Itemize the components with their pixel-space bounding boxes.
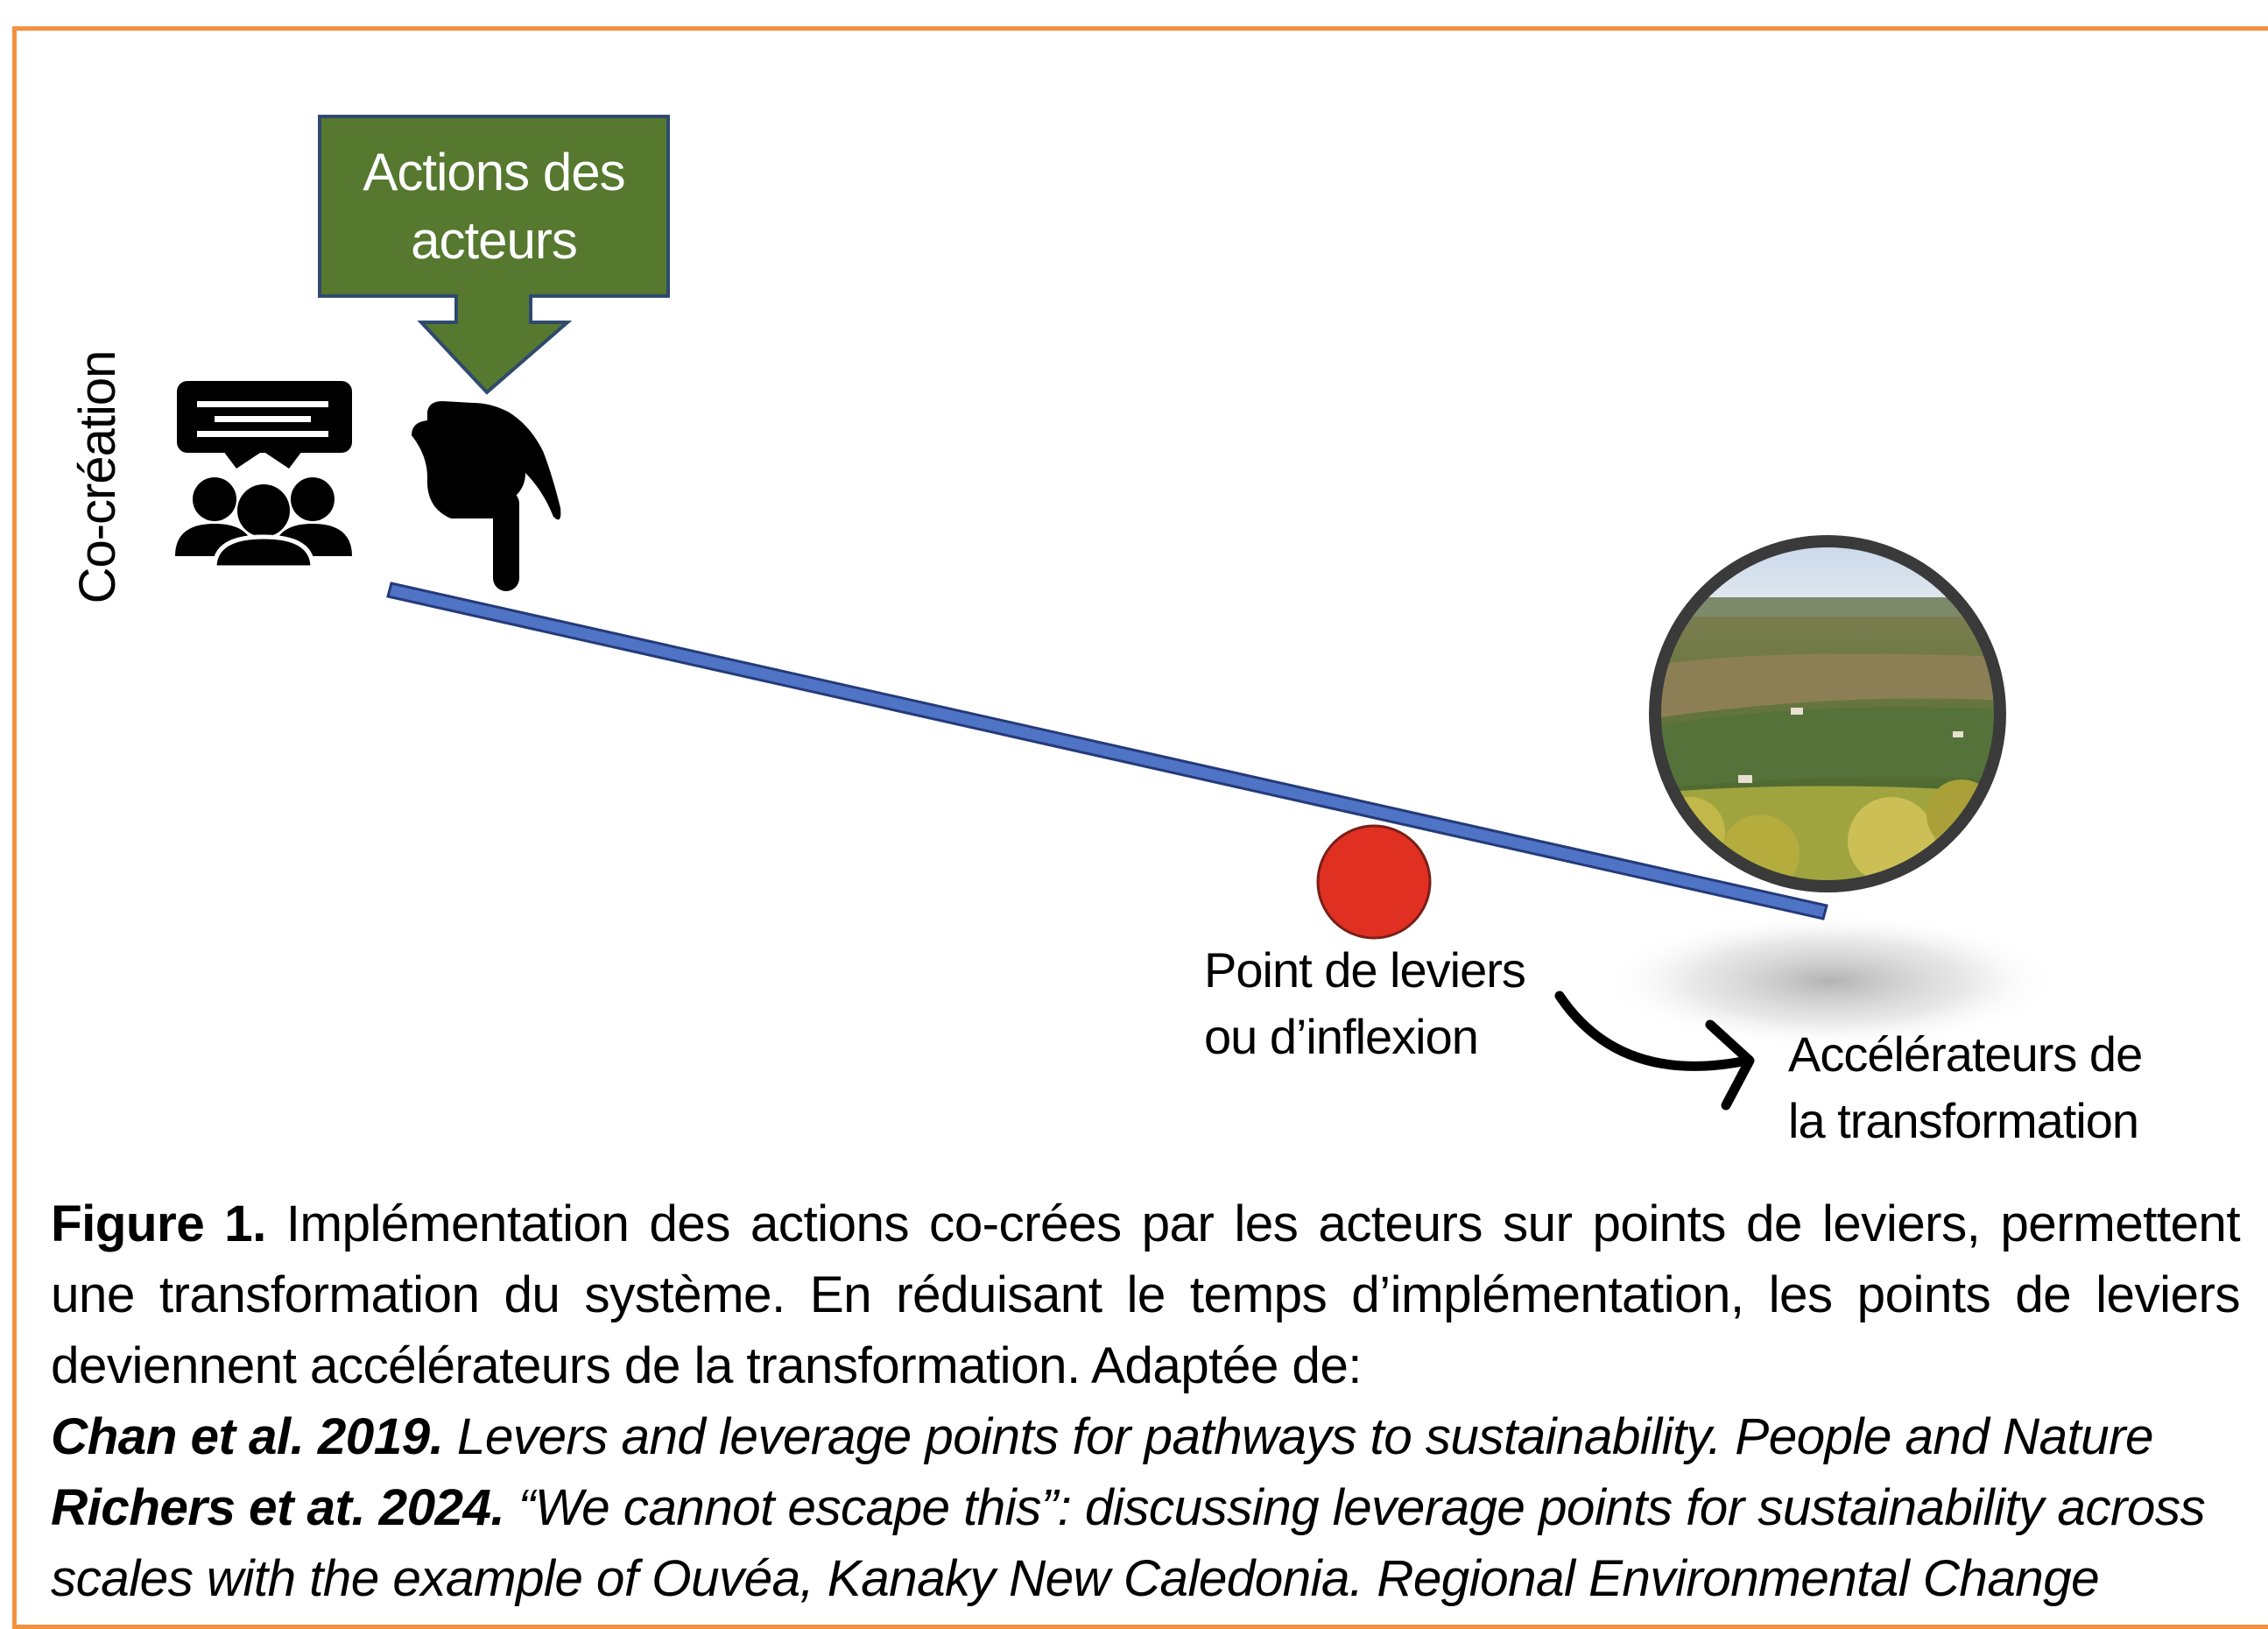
group-discussion-icon bbox=[175, 381, 352, 570]
reference-title: scales with the example of Ouvéa, Kanaky… bbox=[51, 1550, 2100, 1607]
reference-authors: Richers et at. 2024. bbox=[51, 1479, 505, 1536]
figure-label: Figure 1. bbox=[51, 1195, 266, 1252]
lever-bar bbox=[386, 582, 1828, 920]
accelerators-label: Accélérateurs de la transformation bbox=[1788, 1026, 2143, 1148]
actions-arrow-box bbox=[318, 115, 670, 395]
reference-title: Levers and leverage points for pathways … bbox=[443, 1408, 2154, 1465]
pivot-circle bbox=[1316, 824, 1432, 940]
caption-text: Implémentation des actions co-crées par … bbox=[51, 1195, 2241, 1394]
pivot-label: Point de leviers ou d’inflexion bbox=[1204, 942, 1526, 1064]
curved-arrow-icon bbox=[1554, 991, 1755, 1111]
caption-paragraph: Figure 1. Implémentation des actions co-… bbox=[51, 1188, 2241, 1401]
ground-shadow bbox=[1602, 913, 2058, 1049]
cocreation-label: Co-création bbox=[69, 350, 126, 604]
figure-caption: Figure 1. Implémentation des actions co-… bbox=[51, 1188, 2241, 1614]
reference-title: “We cannot escape this”: discussing leve… bbox=[504, 1479, 2206, 1536]
diagram-canvas bbox=[175, 115, 2058, 1111]
pointing-hand-icon bbox=[412, 401, 561, 591]
reference-authors: Chan et al. 2019. bbox=[51, 1408, 444, 1465]
photo-frame bbox=[1649, 535, 2006, 892]
reference-2-continued: scales with the example of Ouvéa, Kanaky… bbox=[51, 1543, 2240, 1614]
reference-2: Richers et at. 2024. “We cannot escape t… bbox=[51, 1472, 2240, 1543]
reference-1: Chan et al. 2019. Levers and leverage po… bbox=[51, 1401, 2240, 1472]
actions-label: Actions des acteurs bbox=[363, 142, 625, 270]
